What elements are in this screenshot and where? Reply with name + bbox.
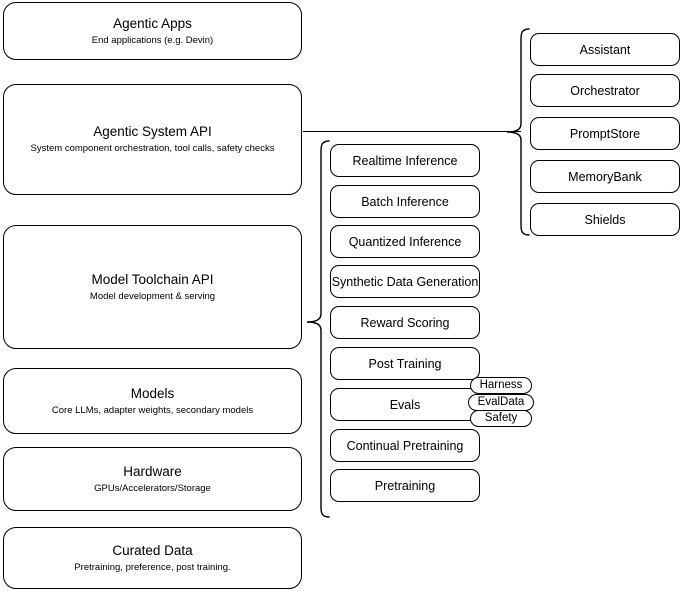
badge-label: EvalData: [477, 395, 525, 408]
component-label: Orchestrator: [570, 83, 640, 98]
layer-curated-data[interactable]: Curated Data Pretraining, preference, po…: [3, 527, 302, 589]
component-label: Reward Scoring: [360, 315, 450, 330]
component-label: MemoryBank: [568, 169, 642, 184]
layer-subtitle: Core LLMs, adapter weights, secondary mo…: [51, 404, 254, 416]
component-label: Evals: [389, 397, 421, 412]
badge-harness[interactable]: Harness: [470, 377, 532, 394]
badge-label: Harness: [479, 378, 523, 391]
component-post-training[interactable]: Post Training: [330, 347, 480, 380]
component-evals[interactable]: Evals: [330, 388, 480, 421]
component-label: Shields: [584, 212, 626, 227]
layer-title: Curated Data: [112, 542, 193, 558]
layer-model-toolchain-api[interactable]: Model Toolchain API Model development & …: [3, 225, 302, 349]
layer-agentic-apps[interactable]: Agentic Apps End applications (e.g. Devi…: [3, 2, 302, 60]
brace-toolchain: [306, 140, 330, 518]
layer-subtitle: GPUs/Accelerators/Storage: [94, 482, 211, 494]
badge-label: Safety: [484, 411, 518, 424]
layer-title: Model Toolchain API: [91, 271, 214, 287]
component-memorybank[interactable]: MemoryBank: [530, 160, 680, 193]
component-label: Assistant: [579, 42, 631, 57]
badge-evaldata[interactable]: EvalData: [468, 394, 534, 411]
component-label: Pretraining: [374, 478, 436, 493]
component-label: PromptStore: [569, 126, 641, 141]
component-promptstore[interactable]: PromptStore: [530, 117, 680, 150]
component-label: Continual Pretraining: [346, 438, 464, 453]
layer-title: Agentic System API: [93, 124, 212, 139]
component-label: Batch Inference: [361, 194, 449, 209]
layer-subtitle: End applications (e.g. Devin): [91, 34, 214, 46]
brace-agentic-components: [506, 28, 530, 236]
layer-title: Hardware: [123, 463, 182, 479]
component-batch-inference[interactable]: Batch Inference: [330, 185, 480, 218]
layer-title: Models: [130, 385, 175, 401]
component-synthetic-data-generation[interactable]: Synthetic Data Generation: [330, 265, 480, 298]
component-label: Synthetic Data Generation: [331, 274, 479, 289]
component-label: Realtime Inference: [352, 153, 458, 168]
layer-subtitle: Model development & serving: [89, 290, 216, 302]
component-reward-scoring[interactable]: Reward Scoring: [330, 306, 480, 339]
component-label: Quantized Inference: [348, 234, 462, 249]
component-shields[interactable]: Shields: [530, 203, 680, 236]
badge-safety[interactable]: Safety: [470, 410, 532, 427]
layer-models[interactable]: Models Core LLMs, adapter weights, secon…: [3, 368, 302, 434]
layer-subtitle: System component orchestration, tool cal…: [30, 143, 275, 154]
layer-hardware[interactable]: Hardware GPUs/Accelerators/Storage: [3, 447, 302, 511]
layer-subtitle: Pretraining, preference, post training.: [74, 561, 231, 573]
component-realtime-inference[interactable]: Realtime Inference: [330, 144, 480, 177]
component-orchestrator[interactable]: Orchestrator: [530, 74, 680, 107]
layer-agentic-system-api[interactable]: Agentic System API System component orch…: [3, 84, 302, 195]
layer-title: Agentic Apps: [113, 15, 192, 31]
component-assistant[interactable]: Assistant: [530, 33, 680, 66]
connector-agentic-system-to-components: [303, 131, 521, 132]
component-quantized-inference[interactable]: Quantized Inference: [330, 225, 480, 258]
component-label: Post Training: [368, 356, 442, 371]
component-pretraining[interactable]: Pretraining: [330, 469, 480, 502]
component-continual-pretraining[interactable]: Continual Pretraining: [330, 429, 480, 462]
